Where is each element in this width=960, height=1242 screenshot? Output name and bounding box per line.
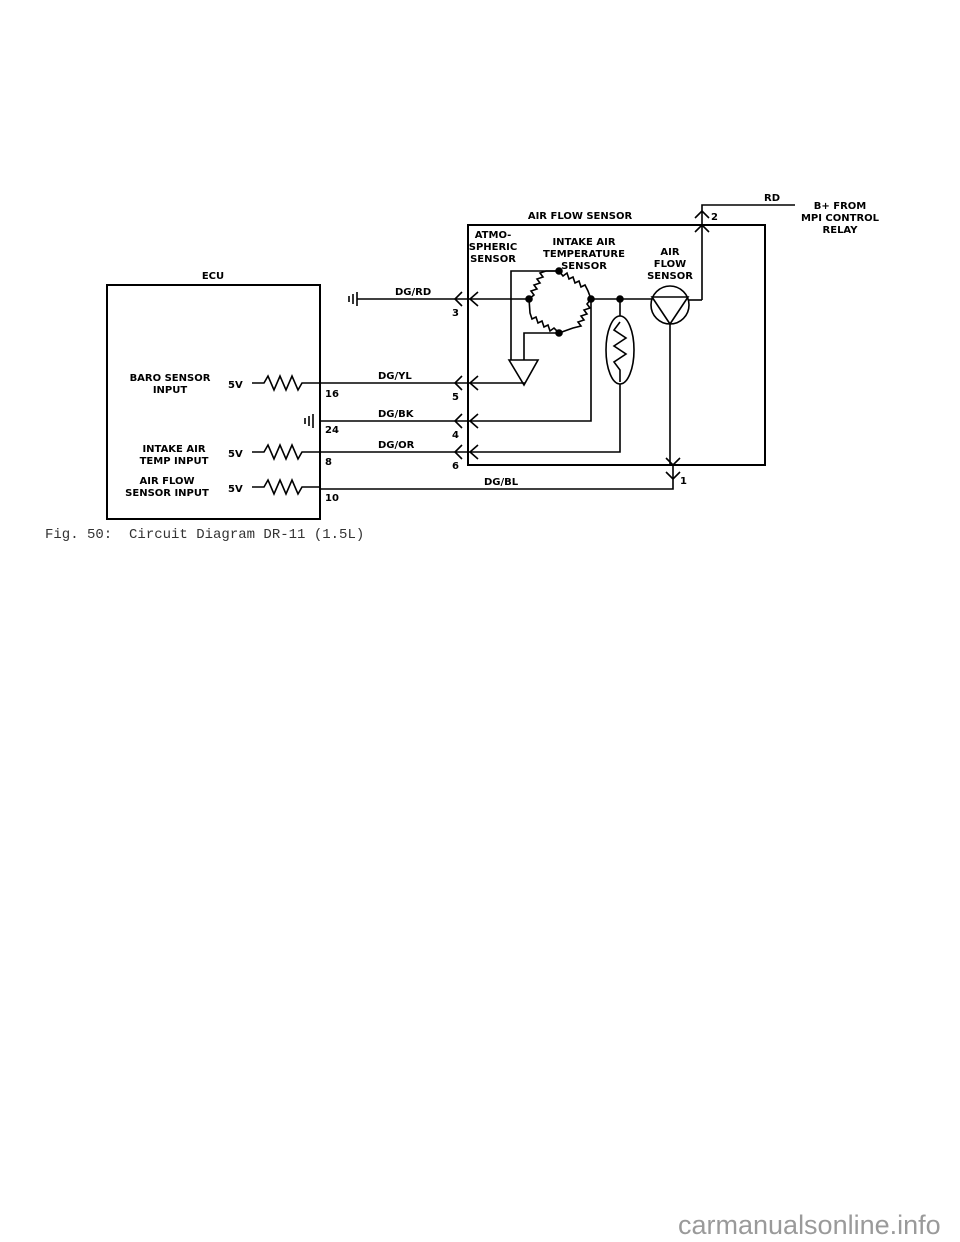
ecu-pullup-resistors <box>252 373 320 497</box>
figure-caption: Fig. 50: Circuit Diagram DR-11 (1.5L) <box>45 527 365 543</box>
wire-label-dg-bl: DG/BL <box>484 477 519 488</box>
ecu-pin-16: 16 <box>325 389 339 400</box>
airflow-input-label-2: SENSOR INPUT <box>125 488 209 499</box>
wire-dg-bl <box>320 465 674 490</box>
intake-input-label-2: TEMP INPUT <box>140 456 209 467</box>
wire-rd <box>701 204 795 300</box>
airflow-sensor-label-2: FLOW <box>654 259 686 270</box>
ground-icon-pin3 <box>348 292 358 306</box>
power-label-3: RELAY <box>823 225 859 236</box>
baro-resistor-icon <box>252 373 320 393</box>
intake-sensor-label-2: TEMPERATURE <box>543 249 625 260</box>
atmo-label-1: ATMO- <box>475 230 512 241</box>
circuit-diagram: ECU BARO SENSOR INPUT 5V INTAKE AIR TEMP… <box>106 193 880 520</box>
intake-voltage: 5V <box>228 449 243 460</box>
bridge-sensor-icon <box>528 270 592 334</box>
baro-input-label-2: INPUT <box>153 385 188 396</box>
wire-label-dg-rd: DG/RD <box>395 287 431 298</box>
watermark: carmanualsonline.info <box>678 1210 941 1240</box>
ecu-title: ECU <box>202 271 224 282</box>
ground-icon-pin24 <box>304 414 314 428</box>
ecu-pin-10: 10 <box>325 493 339 504</box>
sensor-pin-1: 1 <box>680 476 687 487</box>
intake-input-label-1: INTAKE AIR <box>142 444 205 455</box>
intake-sensor-label-1: INTAKE AIR <box>552 237 615 248</box>
airflow-voltage: 5V <box>228 484 243 495</box>
wire-label-dg-yl: DG/YL <box>378 371 412 382</box>
wire-label-rd: RD <box>764 193 780 204</box>
airflow-sensor-label-1: AIR <box>660 247 679 258</box>
airflow-resistor-icon <box>252 477 320 497</box>
intake-temp-resistor-icon <box>252 442 320 462</box>
airflow-input-label-1: AIR FLOW <box>139 476 194 487</box>
airflow-sensor-label-3: SENSOR <box>647 271 693 282</box>
baro-input-label-1: BARO SENSOR <box>130 373 211 384</box>
sensor-pin-3: 3 <box>452 308 459 319</box>
atmo-sensor-icon <box>507 359 540 387</box>
power-label-2: MPI CONTROL <box>801 213 880 224</box>
sensor-pin-4: 4 <box>452 430 459 441</box>
atmo-label-3: SENSOR <box>470 254 516 265</box>
ecu-box <box>106 284 321 520</box>
sensor-module-box <box>467 224 766 466</box>
ecu-pin-24: 24 <box>325 425 339 436</box>
wire-label-dg-bk: DG/BK <box>378 409 415 420</box>
sensor-pin-2: 2 <box>711 212 718 223</box>
sensor-pin-6: 6 <box>452 461 459 472</box>
wire-label-dg-or: DG/OR <box>378 440 415 451</box>
sensor-pin-5: 5 <box>452 392 459 403</box>
baro-voltage: 5V <box>228 380 243 391</box>
intake-sensor-label-3: SENSOR <box>561 261 607 272</box>
atmo-label-2: SPHERIC <box>469 242 518 253</box>
ecu-pin-8: 8 <box>325 457 332 468</box>
power-label-1: B+ FROM <box>814 201 867 212</box>
sensor-module-title: AIR FLOW SENSOR <box>528 211 633 222</box>
